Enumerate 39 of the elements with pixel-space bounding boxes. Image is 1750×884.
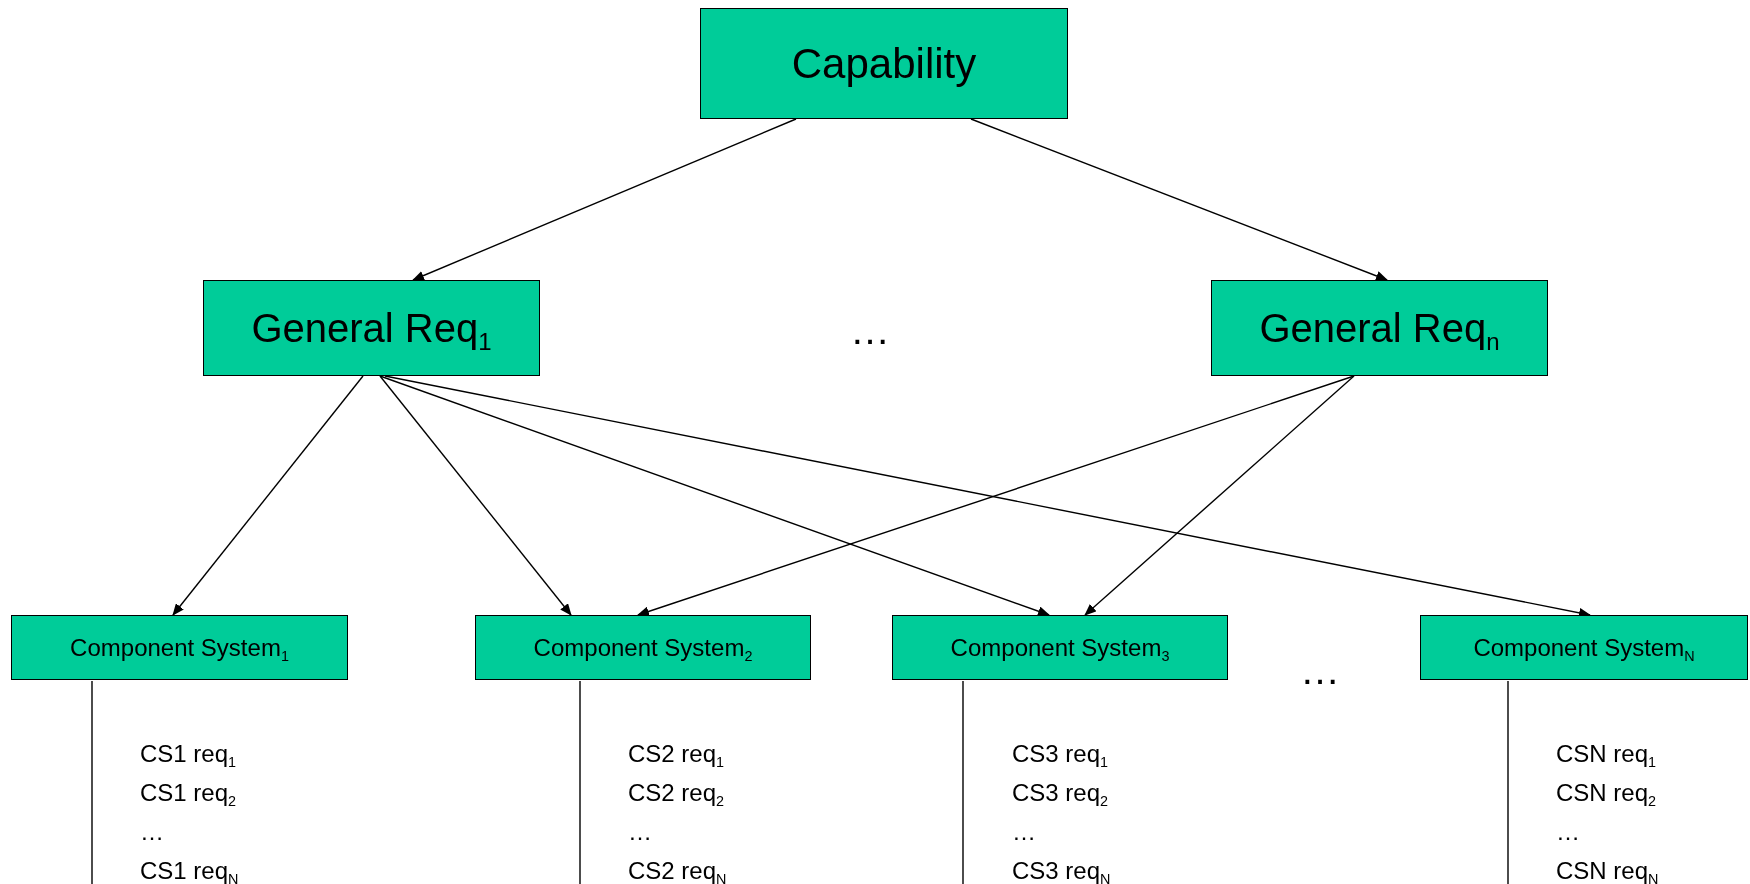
process-box [1420,615,1748,680]
arrow [970,118,1388,281]
requirement-text: CS2 req$_{1}$ [628,742,725,766]
requirement-text: CSN req$_{N}$ [1556,859,1659,883]
arrow [1084,375,1355,616]
requirement-text: CS1 req$_{1}$ [140,742,237,766]
requirement-text: … [140,820,164,844]
process-box [203,280,540,376]
box-label: General Req$_{n}$ [1259,305,1500,351]
box-label: Component System$_{1}$ [70,633,289,662]
box-label: General Req$_{1}$ [251,305,492,351]
ellipsis-text: … [850,310,890,350]
box-label: Capability [791,39,977,88]
requirement-text: CS3 req$_{1}$ [1012,742,1109,766]
requirement-text: … [1556,820,1580,844]
arrow [379,375,1050,616]
arrow [637,375,1355,617]
ellipsis-text: … [1300,650,1340,690]
process-box [475,615,811,680]
arrow [412,118,797,281]
process-box [11,615,348,680]
requirement-text: CS3 req$_{2}$ [1012,781,1109,805]
process-box [700,8,1068,119]
requirement-text: CS1 req$_{2}$ [140,781,237,805]
requirement-text: CS1 req$_{N}$ [140,859,239,883]
requirement-text: CS2 req$_{2}$ [628,781,725,805]
process-box [1211,280,1548,376]
box-label: Component System$_{2}$ [533,633,753,662]
requirement-text: … [628,820,652,844]
arrow [379,375,572,616]
requirement-text: CS3 req$_{N}$ [1012,859,1111,883]
requirement-text: CS2 req$_{N}$ [628,859,727,883]
requirement-text: CSN req$_{2}$ [1556,781,1657,805]
arrow [172,375,364,616]
box-label: Component System$_{3}$ [950,633,1170,662]
box-label: Component System$_{N}$ [1473,633,1695,662]
process-box [892,615,1228,680]
requirement-text: … [1012,820,1036,844]
requirement-text: CSN req$_{1}$ [1556,742,1657,766]
